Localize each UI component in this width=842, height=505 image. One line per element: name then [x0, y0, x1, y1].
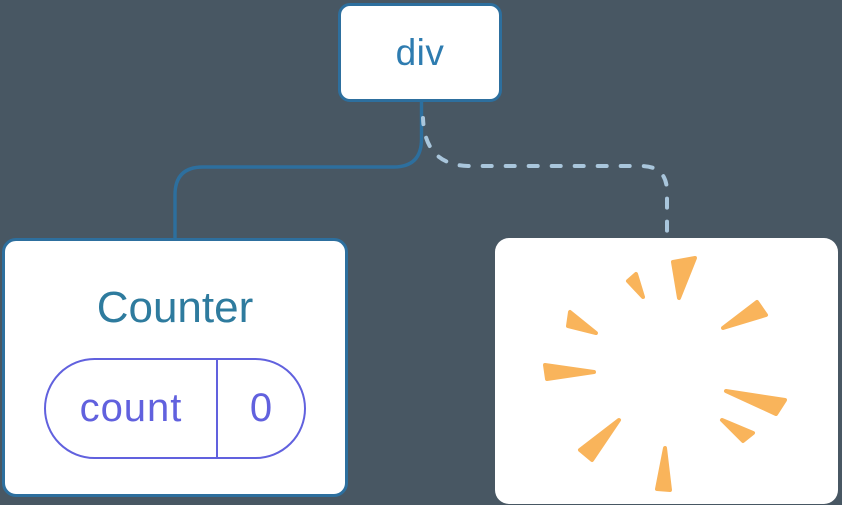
- removed-component-card: [495, 238, 838, 504]
- connector-dashed-removed-branch: [421, 116, 669, 238]
- connector-solid-kept-branch: [173, 94, 424, 242]
- poof-starburst-icon: [543, 256, 787, 492]
- counter-title: Counter: [96, 283, 254, 332]
- counter-component-card: Counter count 0: [2, 238, 348, 497]
- state-pill: count 0: [44, 358, 306, 459]
- state-key-label: count: [79, 386, 183, 430]
- poof-rays: [543, 256, 787, 492]
- root-node-div: div: [338, 3, 502, 102]
- root-node-label: div: [395, 31, 445, 73]
- state-value: 0: [216, 360, 304, 457]
